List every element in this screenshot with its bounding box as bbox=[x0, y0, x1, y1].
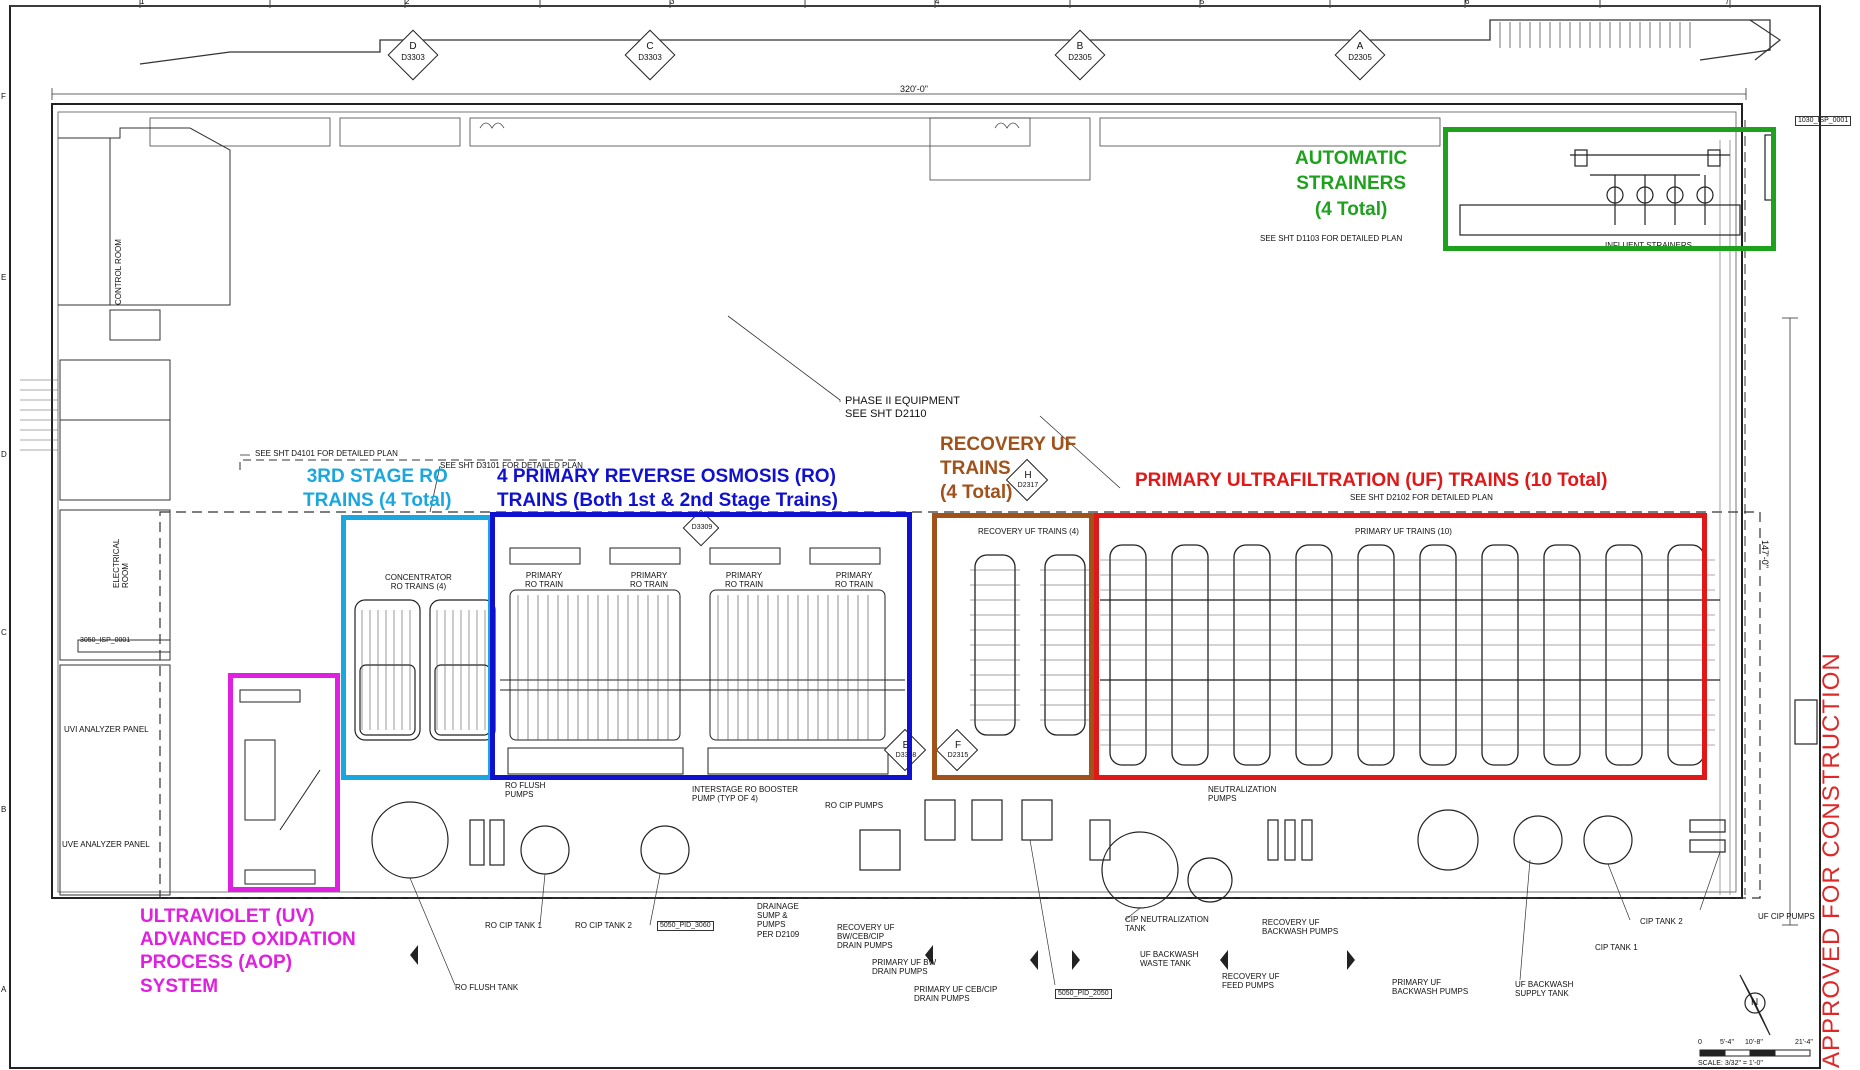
callout-f-letter: F bbox=[954, 740, 962, 751]
callout-d-sheet: D3309 bbox=[691, 524, 713, 531]
phase2-note: PHASE II EQUIPMENT SEE SHT D2110 bbox=[845, 395, 960, 420]
ro-train-label-3: PRIMARY RO TRAIN bbox=[725, 571, 764, 590]
callout-e-letter: E bbox=[902, 740, 910, 751]
grid-row-c: C bbox=[1, 628, 7, 637]
scale-label: SCALE: 3/32" = 1'-0" bbox=[1698, 1060, 1763, 1067]
grid-row-e: E bbox=[1, 273, 7, 282]
tag-3050: 3050_ISP_0001 bbox=[80, 637, 131, 644]
ro-cip-tank1-label: RO CIP TANK 1 bbox=[485, 921, 542, 930]
callout-h-letter: H bbox=[1024, 470, 1032, 481]
recovery-uf-box[interactable] bbox=[932, 513, 1094, 780]
primary-uf-box[interactable] bbox=[1094, 513, 1707, 780]
ro-train-label-1: PRIMARY RO TRAIN bbox=[525, 571, 564, 590]
automatic-strainers-label: AUTOMATIC STRAINERS (4 Total) bbox=[1295, 148, 1408, 220]
primary-uf-trains-note: PRIMARY UF TRAINS (10) bbox=[1355, 527, 1452, 536]
north-label: N bbox=[1751, 997, 1759, 1008]
uv-aop-box[interactable] bbox=[228, 673, 340, 892]
dim-147: 147'-0" bbox=[1760, 540, 1770, 568]
stage3-ro-box[interactable] bbox=[341, 515, 493, 780]
ro-flush-tank-label: RO FLUSH TANK bbox=[455, 983, 519, 992]
grid-col-3: 3 bbox=[670, 0, 675, 6]
scale-mark-1: 5'-4" bbox=[1720, 1039, 1734, 1046]
cip-tank1-label: CIP TANK 1 bbox=[1595, 943, 1638, 952]
grid-col-2: 2 bbox=[405, 0, 410, 6]
ro-train-label-4: PRIMARY RO TRAIN bbox=[835, 571, 874, 590]
callout-f-sheet: D2315 bbox=[947, 752, 969, 759]
electrical-room-label: ELECTRICAL ROOM bbox=[112, 538, 131, 588]
scale-mark-0: 0 bbox=[1698, 1039, 1702, 1046]
grid-col-1: 1 bbox=[140, 0, 145, 6]
concentrator-label: CONCENTRATOR RO TRAINS (4) bbox=[385, 573, 452, 592]
ro-flush-pumps-label: RO FLUSH PUMPS bbox=[505, 781, 546, 800]
grid-row-f: F bbox=[1, 92, 6, 101]
grid-col-6: 6 bbox=[1465, 0, 1470, 6]
callout-h-sheet: D2317 bbox=[1017, 482, 1039, 489]
grid-row-d: D bbox=[1, 450, 7, 459]
grid-col-5: 5 bbox=[1200, 0, 1205, 6]
primary-bw-pumps-label: PRIMARY UF BACKWASH PUMPS bbox=[1392, 978, 1469, 997]
cip-tank2-label: CIP TANK 2 bbox=[1640, 917, 1683, 926]
tag-5050b: 5050_PID_2050 bbox=[1055, 989, 1112, 1000]
recovery-feed-label: RECOVERY UF FEED PUMPS bbox=[1222, 972, 1280, 991]
uf-bw-supply-label: UF BACKWASH SUPPLY TANK bbox=[1515, 980, 1574, 999]
section-marker-d-letter: D bbox=[409, 41, 417, 52]
recovery-bw-label: RECOVERY UF BW/CEB/CIP DRAIN PUMPS bbox=[837, 923, 895, 951]
scale-mark-2: 10'-8" bbox=[1745, 1039, 1763, 1046]
interstage-label: INTERSTAGE RO BOOSTER PUMP (TYP OF 4) bbox=[692, 785, 799, 804]
see-d2102-note: SEE SHT D2102 FOR DETAILED PLAN bbox=[1350, 493, 1493, 502]
primary-uf-label: PRIMARY ULTRAFILTRATION (UF) TRAINS (10 … bbox=[1135, 470, 1608, 491]
influent-strainers-label: INFLUENT STRAINERS bbox=[1605, 241, 1692, 250]
uv-aop-label: ULTRAVIOLET (UV) ADVANCED OXIDATION PROC… bbox=[140, 906, 356, 997]
primary-bw-drain-label: PRIMARY UF BW DRAIN PUMPS bbox=[872, 958, 937, 977]
cip-neut-tank-label: CIP NEUTRALIZATION TANK bbox=[1125, 915, 1209, 934]
approved-stamp: APPROVED FOR CONSTRUCTION bbox=[1818, 652, 1845, 1068]
section-marker-a-letter: A bbox=[1356, 41, 1364, 52]
recovery-bw-pumps-label: RECOVERY UF BACKWASH PUMPS bbox=[1262, 918, 1339, 937]
section-marker-b-sheet: D2305 bbox=[1068, 53, 1092, 62]
uvi-panel-label: UVI ANALYZER PANEL bbox=[64, 725, 149, 734]
ro-cip-pumps-label: RO CIP PUMPS bbox=[825, 801, 884, 810]
uve-panel-label: UVE ANALYZER PANEL bbox=[62, 840, 150, 849]
drainage-label: DRAINAGE SUMP & PUMPS PER D2109 bbox=[757, 902, 800, 939]
stage3-ro-label: 3RD STAGE RO TRAINS (4 Total) bbox=[303, 466, 452, 511]
uf-bw-waste-label: UF BACKWASH WASTE TANK bbox=[1140, 950, 1199, 969]
see-d4101-note: SEE SHT D4101 FOR DETAILED PLAN bbox=[255, 449, 398, 458]
section-marker-c-letter: C bbox=[646, 41, 654, 52]
uf-cip-pumps-label: UF CIP PUMPS bbox=[1758, 912, 1815, 921]
section-marker-d-sheet: D3303 bbox=[401, 53, 425, 62]
section-marker-c-sheet: D3303 bbox=[638, 53, 662, 62]
see-d1103-note: SEE SHT D1103 FOR DETAILED PLAN bbox=[1260, 234, 1403, 243]
tag-1030: 1030_ISP_0001 bbox=[1795, 116, 1852, 127]
grid-col-7: 7 bbox=[1725, 0, 1730, 6]
primary-ro-label: 4 PRIMARY REVERSE OSMOSIS (RO) TRAINS (B… bbox=[497, 466, 838, 511]
neut-pumps-label: NEUTRALIZATION PUMPS bbox=[1208, 785, 1277, 804]
section-marker-b-letter: B bbox=[1076, 41, 1084, 52]
tag-5050: 5050_PID_3060 bbox=[657, 921, 714, 932]
ro-train-label-2: PRIMARY RO TRAIN bbox=[630, 571, 669, 590]
control-room-label: CONTROL ROOM bbox=[114, 239, 123, 305]
section-marker-a-sheet: D2305 bbox=[1348, 53, 1372, 62]
callout-e-sheet: D3308 bbox=[895, 752, 917, 759]
scale-mark-3: 21'-4" bbox=[1795, 1039, 1813, 1046]
primary-ceb-drain-label: PRIMARY UF CEB/CIP DRAIN PUMPS bbox=[914, 985, 998, 1004]
automatic-strainers-box[interactable] bbox=[1443, 127, 1776, 251]
recovery-uf-trains-note: RECOVERY UF TRAINS (4) bbox=[978, 527, 1079, 536]
see-d3101-note: SEE SHT D3101 FOR DETAILED PLAN bbox=[440, 461, 583, 470]
grid-row-a: A bbox=[1, 985, 7, 994]
grid-row-b: B bbox=[1, 805, 7, 814]
dim-320: 320'-0" bbox=[900, 84, 928, 94]
recovery-uf-label: RECOVERY UF TRAINS (4 Total) bbox=[940, 434, 1077, 503]
grid-col-4: 4 bbox=[935, 0, 940, 6]
ro-cip-tank2-label: RO CIP TANK 2 bbox=[575, 921, 632, 930]
primary-ro-box[interactable] bbox=[490, 512, 912, 780]
